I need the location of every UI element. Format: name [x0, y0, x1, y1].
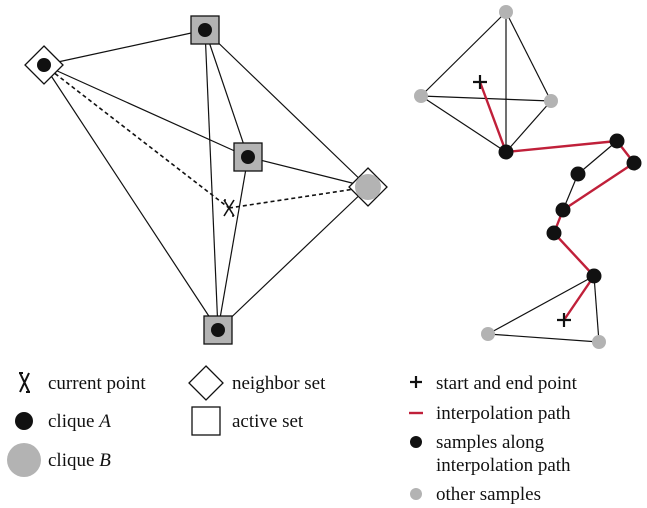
- legend-start-end-label: start and end point: [436, 373, 578, 394]
- gray-dot-icon: [7, 443, 41, 477]
- path-sample: [570, 166, 586, 182]
- edge: [217, 156, 249, 331]
- left-diagram: [43, 29, 369, 331]
- edge: [487, 275, 595, 335]
- plus-icon: [410, 376, 422, 388]
- node-bottom: [203, 315, 233, 345]
- square-icon: [191, 406, 221, 436]
- legend-samples-label-2: interpolation path: [436, 455, 571, 476]
- legend-samples: samples along interpolation path: [410, 432, 571, 476]
- legend-active-set-label: active set: [232, 411, 304, 432]
- black-dot-icon: [211, 323, 225, 337]
- path-sample: [609, 133, 625, 149]
- legend-clique-b: clique B: [7, 443, 111, 477]
- node-right: [348, 167, 388, 207]
- edge: [204, 29, 369, 188]
- interpolation-path: [478, 81, 636, 321]
- black-dot-icon: [410, 436, 422, 448]
- path-sample: [555, 202, 571, 218]
- path-sample: [586, 268, 602, 284]
- legend-samples-label-1: samples along: [436, 432, 545, 453]
- edge: [43, 64, 249, 158]
- edge: [420, 95, 507, 153]
- black-dot-icon: [37, 58, 51, 72]
- edge: [487, 333, 600, 343]
- legend-start-end: start and end point: [410, 373, 578, 394]
- plus-icon: [473, 75, 487, 89]
- edge: [505, 100, 552, 153]
- black-dot-icon: [15, 412, 33, 430]
- edge: [43, 64, 219, 331]
- start-end-markers: [473, 75, 571, 327]
- hourglass-cross-icon: [19, 372, 30, 393]
- edge: [593, 275, 600, 343]
- right-diagram: [420, 11, 618, 343]
- black-dot-icon: [241, 150, 255, 164]
- legend-neighbor-set-label: neighbor set: [232, 373, 326, 394]
- edge: [204, 29, 249, 158]
- legend-interp-path: interpolation path: [409, 403, 571, 424]
- diamond-icon: [188, 365, 224, 401]
- other-sample: [544, 94, 558, 108]
- other-sample: [592, 335, 606, 349]
- node-top: [190, 15, 220, 45]
- edge: [43, 29, 206, 66]
- legend-clique-a: clique A: [15, 411, 111, 432]
- legend-active-set: active set: [191, 406, 304, 436]
- other-sample: [481, 327, 495, 341]
- path-sample: [498, 144, 514, 160]
- right-legend: start and end point interpolation path s…: [409, 373, 578, 505]
- legend-current-point-label: current point: [48, 373, 146, 394]
- current-point-marker: [223, 199, 235, 217]
- other-sample: [414, 89, 428, 103]
- edge: [577, 140, 618, 175]
- edge: [204, 29, 219, 331]
- plus-icon: [557, 313, 571, 327]
- node-left-top: [24, 45, 64, 85]
- node-middle: [233, 142, 263, 172]
- legend-neighbor-set: neighbor set: [188, 365, 326, 401]
- legend-clique-b-label: clique B: [48, 450, 111, 471]
- black-dot-icon: [198, 23, 212, 37]
- edge: [420, 11, 507, 97]
- legend-current-point: current point: [19, 372, 146, 394]
- gray-dot-icon: [410, 488, 422, 500]
- path-sample: [546, 225, 562, 241]
- legend-other-samples: other samples: [410, 484, 541, 505]
- edge: [247, 156, 369, 188]
- square-icon: [233, 142, 263, 172]
- left-legend: current point neighbor set clique A acti…: [7, 365, 326, 477]
- other-sample: [499, 5, 513, 19]
- gray-dot-icon: [355, 174, 381, 200]
- edge: [217, 186, 369, 331]
- legend-interp-path-label: interpolation path: [436, 403, 571, 424]
- dashed-edge: [228, 186, 369, 209]
- dashed-edge: [43, 64, 230, 209]
- path-sample: [626, 155, 642, 171]
- edge: [505, 11, 552, 102]
- legend-other-samples-label: other samples: [436, 484, 541, 505]
- right-samples: [414, 5, 642, 349]
- legend-clique-a-label: clique A: [48, 411, 111, 432]
